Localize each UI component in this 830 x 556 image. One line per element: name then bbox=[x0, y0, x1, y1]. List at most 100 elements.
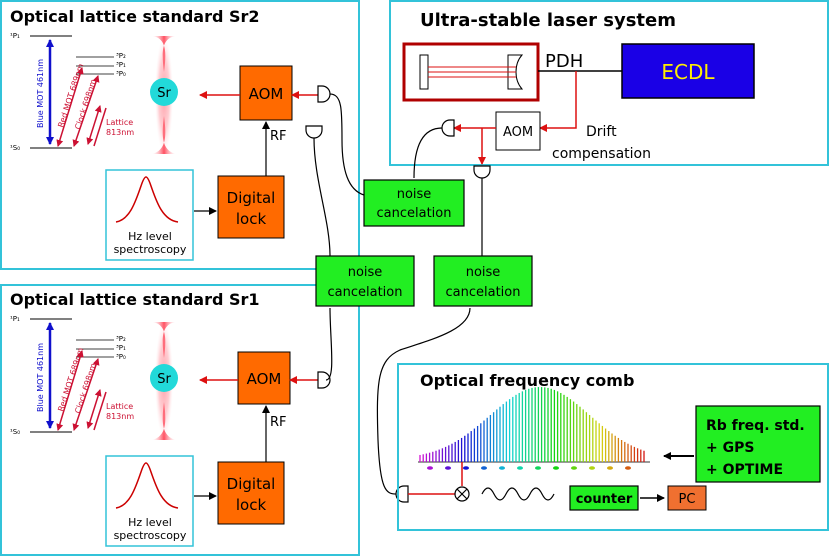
sr1-aom-fiber-coupler bbox=[317, 371, 331, 389]
sr2-return-fiber-coupler bbox=[305, 125, 323, 139]
sr2-lattice-beam: Sr bbox=[150, 36, 178, 154]
sr2-spectroscopy-lineshape bbox=[115, 176, 179, 223]
laser-fiber-coupler-left bbox=[441, 119, 455, 137]
noise-cancelation-box bbox=[363, 179, 465, 227]
drift-label-line2: compensation bbox=[552, 146, 651, 162]
mixer-cross-2 bbox=[456, 488, 468, 500]
level-1s0-label: ¹S₀ bbox=[10, 428, 20, 436]
sr2-spectroscopy-line2: spectroscopy bbox=[114, 243, 187, 256]
lattice-label-2: 813nm bbox=[106, 412, 134, 421]
drift-aom-box bbox=[495, 111, 541, 151]
sr2-spectroscopy-line1: Hz level bbox=[128, 230, 172, 243]
noise-cancelation-line1: noise bbox=[397, 187, 432, 202]
pc-label: PC bbox=[679, 492, 696, 507]
ecdl-label: ECDL bbox=[661, 60, 715, 84]
sr2-level-diagram: ¹P₁ ¹S₀ ³P₂ ³P₁ ³P₀ Blue MOT 461nm Red M… bbox=[10, 32, 134, 152]
lattice-label-2: 813nm bbox=[106, 128, 134, 137]
pc-box bbox=[667, 485, 707, 511]
laser-panel-title: Ultra-stable laser system bbox=[420, 10, 676, 31]
level-3p2-label: ³P₂ bbox=[116, 52, 126, 60]
sr2-atom bbox=[150, 78, 178, 106]
counter-box bbox=[569, 485, 639, 511]
sr1-aom-label: AOM bbox=[247, 370, 282, 388]
sr1-spectroscopy-line1: Hz level bbox=[128, 516, 172, 529]
noise-cancelation-line1: noise bbox=[466, 265, 501, 280]
sr1-spectroscopy-line2: spectroscopy bbox=[114, 529, 187, 542]
sr2-aom-fiber-coupler bbox=[317, 85, 331, 103]
sr1-atom-label: Sr bbox=[157, 372, 171, 387]
ecdl-box bbox=[621, 43, 755, 99]
noise-cancelation-line1: noise bbox=[348, 265, 383, 280]
comb-mode-dot bbox=[499, 466, 505, 470]
rb-reference-line2: + GPS bbox=[706, 440, 754, 456]
comb-fiber-coupler bbox=[395, 485, 409, 503]
sr2-panel-title: Optical lattice standard Sr2 bbox=[10, 7, 260, 26]
laser-fiber-coupler-down bbox=[473, 165, 491, 179]
comb-panel-border bbox=[397, 363, 829, 531]
fiber-noise2-to-sr1 bbox=[325, 307, 333, 381]
comb-mode-dot bbox=[427, 466, 433, 470]
comb-spectrum bbox=[419, 387, 645, 470]
level-3p0-label: ³P₀ bbox=[116, 70, 126, 78]
sr1-panel: Optical lattice standard Sr1 ¹P₁ ¹S₀ ³P₂… bbox=[0, 284, 360, 556]
fiber-paths bbox=[313, 93, 483, 495]
comb-mode-dot bbox=[607, 466, 613, 470]
sr2-rf-label: RF bbox=[270, 129, 287, 144]
noise-cancelation-2: noise cancelation bbox=[315, 255, 415, 307]
sr2-panel: Optical lattice standard Sr2 ¹P₁ ¹S₀ ³P₂… bbox=[0, 0, 360, 270]
comb-panel-title: Optical frequency comb bbox=[420, 371, 634, 390]
level-3p1-label: ³P₁ bbox=[116, 344, 126, 352]
sr2-spectroscopy-box bbox=[105, 169, 194, 261]
drift-label-line1: Drift bbox=[586, 124, 617, 140]
noise-cancelation-line2: cancelation bbox=[328, 285, 403, 300]
clock-arrow bbox=[72, 75, 100, 147]
sr1-digital-lock-line1: Digital bbox=[227, 475, 276, 493]
drift-aom-label: AOM bbox=[503, 125, 533, 140]
sr1-spectroscopy-box bbox=[105, 455, 194, 547]
blue-mot-label: Blue MOT 461nm bbox=[36, 59, 45, 128]
clock-arrow bbox=[72, 358, 100, 431]
sr1-digital-lock-line2: lock bbox=[236, 496, 267, 514]
rb-reference-line1: Rb freq. std. bbox=[706, 418, 805, 434]
sr1-spectroscopy-lineshape bbox=[115, 462, 179, 509]
sr2-digital-lock-box bbox=[217, 175, 285, 239]
laser-panel: Ultra-stable laser system PDH ECDL AOM D… bbox=[389, 0, 829, 166]
rb-reference-box bbox=[695, 405, 821, 483]
noise-cancelation-line2: cancelation bbox=[446, 285, 521, 300]
level-3p2-label: ³P₂ bbox=[116, 335, 126, 343]
level-3p0-label: ³P₀ bbox=[116, 353, 126, 361]
level-1s0-label: ¹S₀ bbox=[10, 144, 20, 152]
lattice-arrow-1 bbox=[86, 105, 102, 145]
level-1p1-label: ¹P₁ bbox=[10, 315, 20, 323]
counter-label: counter bbox=[576, 492, 633, 507]
rb-reference-line3: + OPTIME bbox=[706, 462, 783, 478]
comb-mode-dot bbox=[463, 466, 469, 470]
lattice-arrow-2 bbox=[93, 391, 107, 431]
sr2-panel-border bbox=[0, 0, 360, 270]
noise-cancelation-line2: cancelation bbox=[377, 206, 452, 221]
laser-panel-border bbox=[389, 0, 829, 166]
sr1-digital-lock-box bbox=[217, 461, 285, 525]
level-1p1-label: ¹P₁ bbox=[10, 32, 20, 40]
comb-mode-dot bbox=[625, 466, 631, 470]
level-3p1-label: ³P₁ bbox=[116, 61, 126, 69]
comb-mode-dot bbox=[571, 466, 577, 470]
sr1-panel-border bbox=[0, 284, 360, 556]
fiber-sr2-to-noise1 bbox=[329, 93, 365, 196]
lattice-arrow-1 bbox=[86, 389, 102, 429]
laser-to-aom-beam bbox=[539, 71, 577, 132]
sr2-digital-lock-line2: lock bbox=[236, 210, 267, 228]
comb-mode-dot bbox=[481, 466, 487, 470]
blue-mot-label: Blue MOT 461nm bbox=[36, 343, 45, 412]
beat-signal-wave bbox=[481, 487, 555, 501]
lattice-arrow-2 bbox=[93, 107, 107, 147]
fiber-sr2-to-noise2 bbox=[313, 137, 331, 257]
lattice-label-1: Lattice bbox=[106, 402, 133, 411]
noise-cancelation-1: noise cancelation bbox=[363, 179, 465, 227]
comb-mode-dot bbox=[535, 466, 541, 470]
sr1-level-diagram: ¹P₁ ¹S₀ ³P₂ ³P₁ ³P₀ Blue MOT 461nm Red M… bbox=[10, 315, 134, 436]
fiber-noise3-to-comb bbox=[376, 307, 471, 495]
pdh-label: PDH bbox=[545, 51, 583, 72]
